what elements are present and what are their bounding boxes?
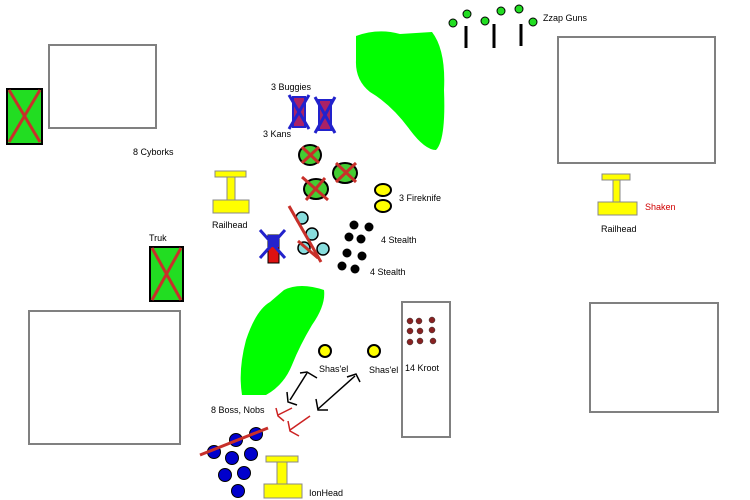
label-railhead-left: Railhead: [212, 220, 248, 230]
building-bottom-right: [589, 302, 719, 413]
forest-middle: [240, 286, 325, 395]
label-truk: Truk: [149, 233, 167, 243]
label-kans: 3 Kans: [263, 129, 292, 139]
stealth-team-2: [337, 248, 367, 274]
casualty-line: [199, 426, 269, 457]
boss-nobs-mob: [207, 427, 263, 498]
label-buggies: 3 Buggies: [271, 82, 312, 92]
label-cyborks: 8 Cyborks: [133, 147, 174, 157]
stealth-team-1: [344, 220, 374, 244]
destroyed-vehicle-left: [6, 88, 43, 145]
label-shasel-2: Shas'el: [369, 365, 398, 375]
charge-arrows: [275, 407, 311, 437]
zzap-guns: [448, 4, 538, 48]
railhead-left: [212, 170, 250, 214]
status-shaken: Shaken: [645, 202, 676, 212]
drone-squad-casualties: [287, 205, 330, 263]
label-kroot: 14 Kroot: [405, 363, 440, 373]
shasel-units: [318, 344, 381, 358]
kroot-squad: [406, 316, 437, 346]
building-bottom-left: [28, 310, 181, 445]
label-zzap-guns: Zzap Guns: [543, 13, 588, 23]
kans-destroyed: [298, 144, 358, 202]
label-stealth-2: 4 Stealth: [370, 267, 406, 277]
label-ionhead: IonHead: [309, 488, 343, 498]
buggies-destroyed: [287, 94, 337, 134]
movement-arrows: [286, 371, 361, 411]
railhead-right: [597, 173, 638, 216]
label-boss-nobs: 8 Boss, Nobs: [211, 405, 265, 415]
destroyed-vehicle-center: [258, 229, 287, 264]
label-stealth-1: 4 Stealth: [381, 235, 417, 245]
label-fireknife: 3 Fireknife: [399, 193, 441, 203]
truk-destroyed: [149, 246, 184, 302]
label-shasel-1: Shas'el: [319, 364, 348, 374]
building-top-right: [557, 36, 716, 164]
kroot-building: [401, 301, 451, 438]
ionhead-tank: [263, 455, 303, 499]
fireknife-suits: [374, 183, 392, 213]
forest-top: [355, 31, 445, 150]
building-top-left: [48, 44, 157, 129]
label-railhead-right: Railhead: [601, 224, 637, 234]
